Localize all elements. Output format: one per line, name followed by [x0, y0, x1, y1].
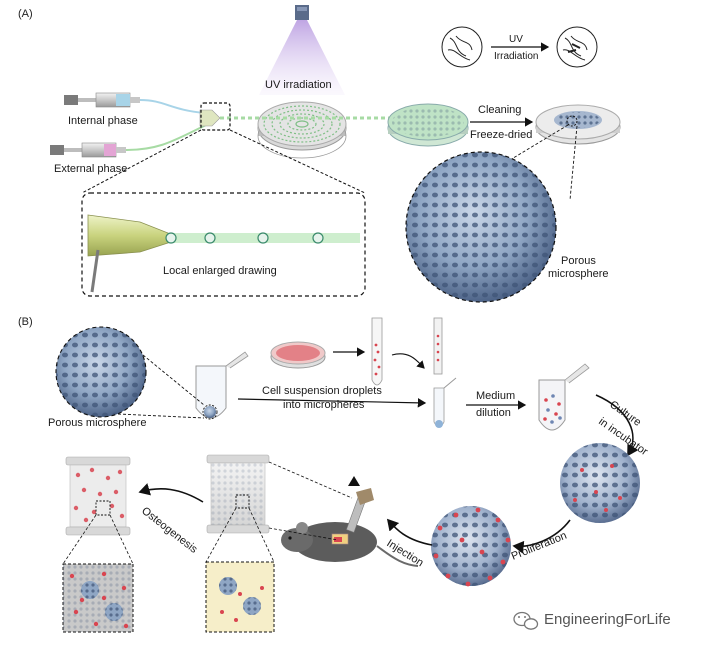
implanted-scaffold: [206, 454, 270, 534]
porous-label-line2: microsphere: [548, 268, 609, 280]
crosslink-uv-label: UV: [509, 34, 523, 45]
uv-irradiation-label: UV irradiation: [265, 79, 332, 91]
dried-dish: [535, 104, 621, 145]
crosslink-irradiation-label: Irradiation: [494, 51, 538, 62]
zoom-line-sphere-right: [569, 125, 578, 201]
uv-lamp: [259, 5, 345, 95]
cell-suspension-line1: Cell suspension droplets: [262, 385, 382, 397]
local-enlarged-label: Local enlarged drawing: [163, 265, 277, 277]
external-phase-label: External phase: [54, 163, 127, 175]
uv-beam: [259, 20, 345, 95]
zoom-line-left-b: [109, 514, 134, 565]
watermark-text: EngineeringForLife: [544, 611, 671, 628]
zoom-line-mouse-bottom: [268, 527, 339, 541]
zoom-line-tube-bottom: [117, 413, 205, 419]
internal-phase-label: Internal phase: [68, 115, 138, 127]
proliferated-sphere: [431, 506, 511, 587]
osteogenesis-label: Osteogenesis: [139, 505, 200, 556]
cell-suspension-line2: into micropheres: [283, 399, 365, 411]
internal-phase-syringe: [64, 92, 206, 114]
proliferation-arrow: [512, 519, 571, 554]
porous-microsphere-large: [405, 151, 557, 303]
tube-empty: [195, 351, 249, 420]
microfluidic-nozzle: [199, 109, 395, 127]
pipette: [433, 317, 457, 428]
porous-label-line1: Porous: [561, 255, 596, 267]
porous-microsphere-b-label: Porous microsphere: [48, 417, 146, 429]
cell-suspension-arrow: [237, 398, 427, 408]
freeze-dried-label: Freeze-dried: [470, 129, 532, 141]
wechat-icon: [513, 611, 539, 630]
cell-seeded-sphere: [560, 443, 640, 523]
osteogenic-scaffold: [65, 456, 131, 536]
watermark: EngineeringForLife: [513, 611, 671, 630]
zoom-box-osteogenic: [62, 563, 134, 633]
diluted-tube: [538, 363, 590, 431]
zoom-line-tube-top: [142, 354, 205, 406]
injector: [346, 476, 374, 533]
nozzle-magnifier-box: [200, 102, 231, 131]
medium-line1: Medium: [476, 390, 515, 402]
external-phase-syringe: [50, 124, 207, 158]
local-enlarged-drawing: [81, 192, 366, 297]
medium-line2: dilution: [476, 407, 511, 419]
osteogenesis-arrow: [138, 483, 204, 503]
cell-dish: [270, 341, 326, 369]
zoom-line-mouse-top: [268, 461, 353, 499]
porous-microsphere-b: [55, 326, 147, 418]
tall-cell-tube: [371, 317, 383, 386]
uv-dish: [257, 101, 347, 159]
tube-to-pipette-arrow: [391, 353, 425, 369]
panel-a-tag: (A): [18, 8, 33, 20]
zoom-line-mid-left: [205, 507, 237, 563]
panel-b-tag: (B): [18, 316, 33, 328]
cleaning-label: Cleaning: [478, 104, 521, 116]
zoom-box-implanted: [205, 561, 275, 633]
zoom-line-left: [81, 129, 202, 194]
injection-arrow: [386, 518, 433, 546]
culture-arrow: [595, 394, 639, 457]
collection-dish: [387, 103, 469, 147]
crosslink-schematic: [441, 26, 598, 68]
